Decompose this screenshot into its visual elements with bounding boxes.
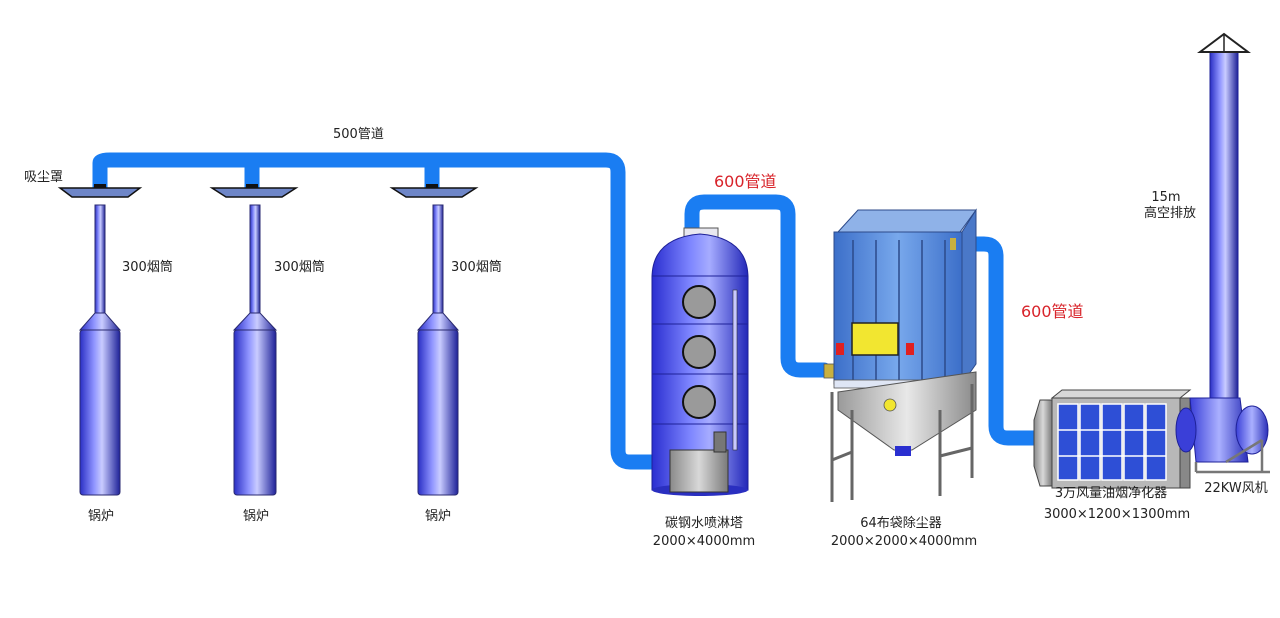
support-legs xyxy=(830,384,974,502)
viewport-circle xyxy=(682,385,716,419)
chimney-300-label-2: 300烟筒 xyxy=(274,260,325,275)
boiler-label-2: 锅炉 xyxy=(242,509,270,524)
stack-desc-label: 高空排放 xyxy=(1143,206,1197,221)
chimney-pipe xyxy=(432,204,444,314)
boiler-body xyxy=(417,329,459,496)
duct-600-label-1: 600管道 xyxy=(714,172,777,191)
duct-600-b xyxy=(952,236,1042,446)
stack-height-label: 15m xyxy=(1151,190,1181,205)
dust-hood xyxy=(209,187,299,198)
chimney-300-label-1: 300烟筒 xyxy=(122,260,173,275)
pump-tank xyxy=(669,449,729,493)
fume-purifier xyxy=(1033,389,1192,489)
dust-hood xyxy=(389,187,479,198)
fan-label: 22KW风机 xyxy=(1204,481,1268,496)
hood-label: 吸尘罩 xyxy=(24,170,64,185)
duct-500-label: 500管道 xyxy=(333,127,384,142)
access-door xyxy=(851,322,899,356)
boiler-unit-1 xyxy=(57,184,143,496)
chimney-pipe xyxy=(94,204,106,314)
viewport-circle xyxy=(682,335,716,369)
filter-name-label: 64布袋除尘器 xyxy=(860,516,942,531)
boiler-label-1: 锅炉 xyxy=(87,509,115,524)
purifier-size-label: 3000×1200×1300mm xyxy=(1043,507,1191,522)
boiler-body xyxy=(79,329,121,496)
filter-size-label: 2000×2000×4000mm xyxy=(830,534,978,549)
fan-22kw xyxy=(1175,397,1270,474)
boiler-unit-3 xyxy=(389,184,479,496)
chimney-300-label-3: 300烟筒 xyxy=(451,260,502,275)
tower-size-label: 2000×4000mm xyxy=(652,534,756,549)
chimney-pipe xyxy=(249,204,261,314)
dust-hood xyxy=(57,187,143,198)
duct-600-a xyxy=(684,194,832,378)
spray-tower xyxy=(651,227,749,496)
viewport-circle xyxy=(682,285,716,319)
tower-name-label: 碳钢水喷淋塔 xyxy=(664,516,744,531)
purifier-name-label: 3万风量油烟净化器 xyxy=(1054,486,1168,501)
filter-panels xyxy=(1057,403,1167,481)
bag-filter xyxy=(823,208,977,502)
boiler-body xyxy=(233,329,277,496)
duct-500 xyxy=(92,152,660,470)
duct-600-label-2: 600管道 xyxy=(1021,302,1084,321)
boiler-unit-2 xyxy=(209,184,299,496)
boiler-label-3: 锅炉 xyxy=(424,509,452,524)
exhaust-stack xyxy=(1197,32,1251,403)
